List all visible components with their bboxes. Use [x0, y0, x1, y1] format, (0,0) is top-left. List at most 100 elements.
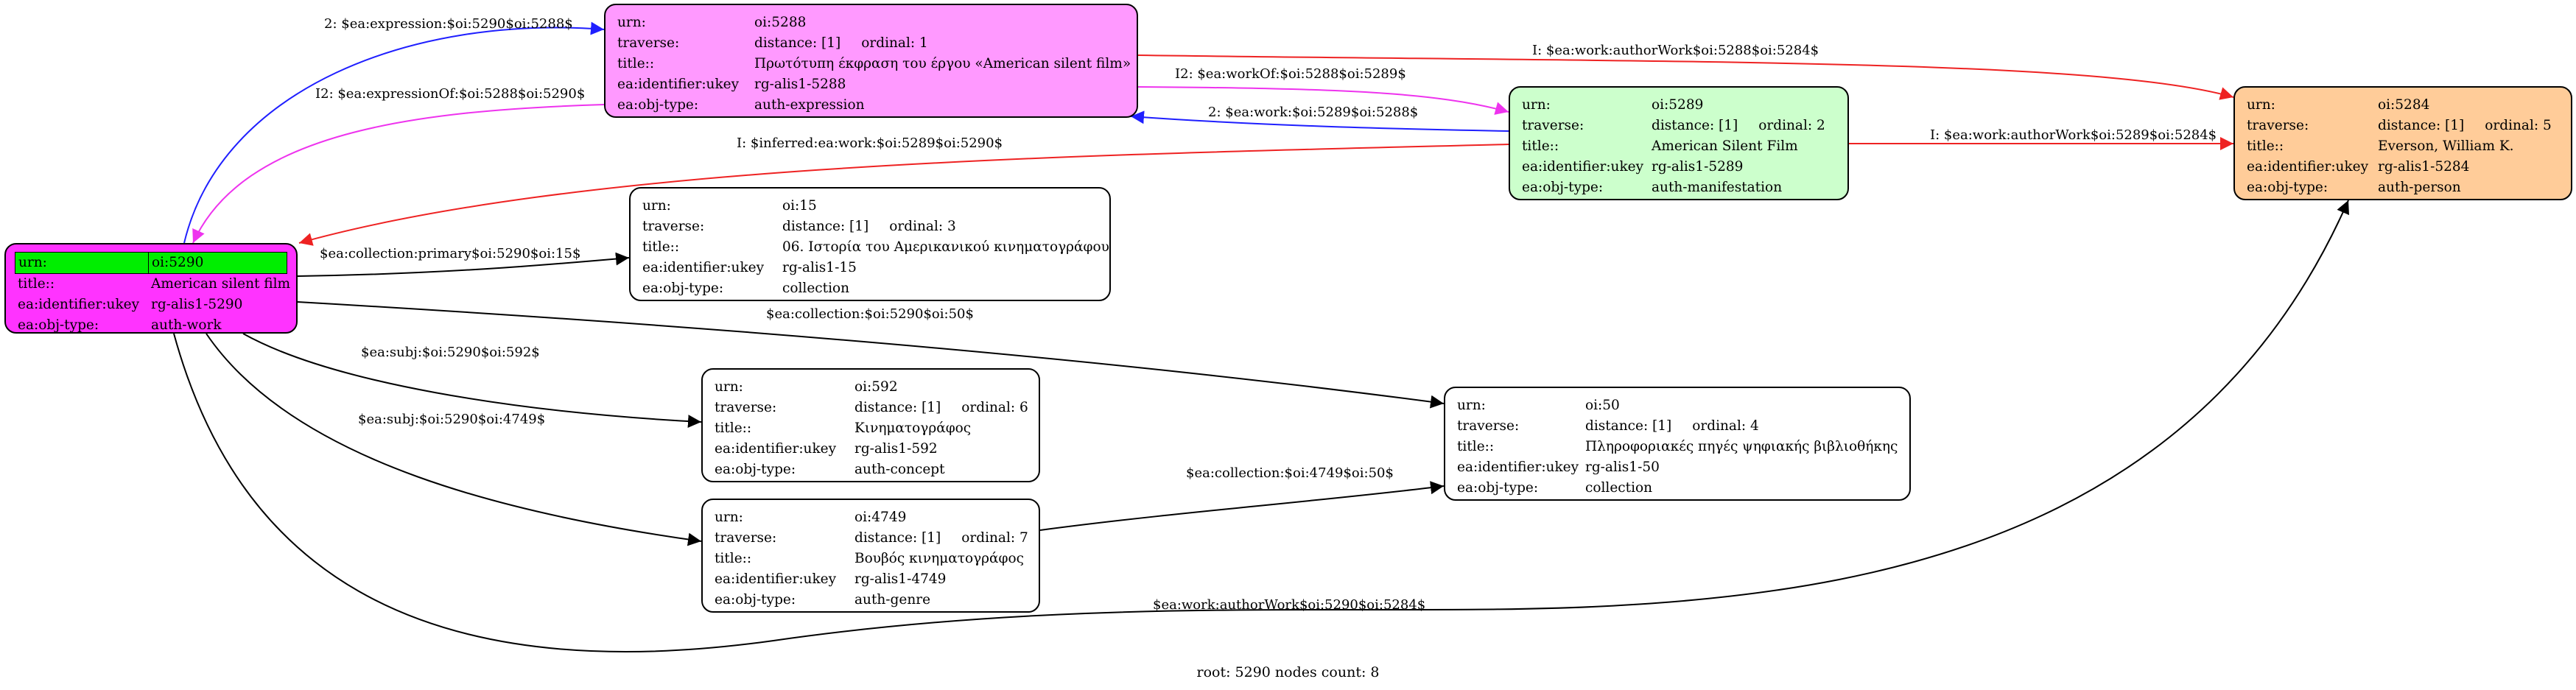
urn-label: urn: — [715, 379, 743, 395]
urn-value: oi:5284 — [2378, 97, 2430, 113]
ukey-label: ea:identifier:ukey — [1522, 159, 1644, 175]
objtype-value: auth-manifestation — [1652, 180, 1783, 195]
urn-label: urn: — [2247, 97, 2275, 113]
ordinal-value: ordinal: 1 — [861, 35, 928, 51]
title-value: Πληροφοριακές πηγές ψηφιακής βιβλιοθήκης — [1585, 439, 1898, 454]
distance-value: distance: [1] — [854, 530, 941, 546]
ukey-label: ea:identifier:ukey — [2247, 159, 2369, 175]
node-5288[interactable]: urn:oi:5288 traverse:distance: [1]ordina… — [604, 4, 1138, 118]
objtype-value: auth-concept — [854, 462, 945, 477]
edge-label: $ea:collection:primary$oi:5290$oi:15$ — [320, 246, 580, 261]
ordinal-value: ordinal: 2 — [1758, 118, 1825, 133]
title-label: title:: — [642, 239, 680, 255]
ukey-value: rg-alis1-4749 — [854, 571, 947, 587]
traverse-label: traverse: — [2247, 118, 2309, 133]
edge-5290-15 — [297, 252, 630, 277]
objtype-label: ea:obj-type: — [715, 462, 796, 477]
traverse-label: traverse: — [715, 530, 777, 546]
node-5284[interactable]: urn: oi:5284 traverse: distance: [1] ordina… — [2233, 86, 2572, 200]
ukey-label: ea:identifier:ukey — [617, 77, 740, 92]
title-label: title:: — [715, 551, 752, 566]
title-label: title:: — [715, 420, 752, 436]
edge-5290-50 — [297, 301, 1445, 409]
title-value: American silent film — [151, 276, 291, 292]
urn-value: oi:5290 — [152, 255, 204, 270]
objtype-label: ea:obj-type: — [715, 592, 796, 608]
distance-value: distance: [1] — [854, 400, 941, 415]
edge-5288-5289 — [1137, 86, 1509, 115]
urn-label: urn: — [642, 198, 671, 214]
distance-value: distance: [1] — [754, 35, 841, 51]
objtype-value: collection — [1585, 480, 1653, 496]
urn-label: urn: — [617, 15, 646, 30]
objtype-label: ea:obj-type: — [1457, 480, 1539, 496]
ukey-value: rg-alis1-5289 — [1652, 159, 1744, 175]
node-50[interactable]: urn: oi:50 traverse: distance: [1] ordinal:… — [1444, 387, 1911, 501]
distance-value: distance: [1] — [1652, 118, 1738, 133]
ukey-value: rg-alis1-5284 — [2378, 159, 2470, 175]
ukey-label: ea:identifier:ukey — [715, 571, 837, 587]
objtype-label: ea:obj-type: — [617, 97, 699, 113]
edge-label: $ea:collection:$oi:4749$oi:50$ — [1186, 465, 1394, 481]
edge-label: 2: $ea:expression:$oi:5290$oi:5288$ — [324, 16, 573, 32]
urn-value: oi:4749 — [854, 510, 907, 525]
ukey-value: rg-alis1-5288 — [754, 77, 846, 92]
edge-5290-5288 — [183, 21, 605, 244]
traverse-label: traverse: — [1522, 118, 1584, 133]
edge-5290-592 — [242, 333, 702, 429]
urn-label: urn: — [1457, 398, 1486, 413]
edge-5289-5288 — [1130, 110, 1509, 132]
title-value: Κινηματογράφος — [854, 420, 972, 436]
urn-value: oi:592 — [854, 379, 898, 395]
distance-value: distance: [1] — [2378, 118, 2465, 133]
node-15[interactable]: urn:oi:15 traverse:distance: [1]ordinal:… — [629, 187, 1111, 301]
traverse-label: traverse: — [1457, 418, 1520, 434]
edge-label: I2: $ea:expressionOf:$oi:5288$oi:5290$ — [315, 86, 585, 102]
ordinal-value: ordinal: 5 — [2485, 118, 2552, 133]
objtype-value: collection — [782, 281, 850, 296]
edge-label: $ea:subj:$oi:5290$oi:592$ — [361, 345, 540, 360]
ukey-value: rg-alis1-592 — [854, 441, 938, 457]
ukey-value: rg-alis1-5290 — [151, 297, 243, 312]
ordinal-value: ordinal: 3 — [889, 219, 956, 234]
title-value: Βουβός κινηματογράφος — [854, 551, 1024, 566]
node-592[interactable]: urn:oi:592 traverse:distance: [1]ordinal… — [701, 368, 1040, 482]
distance-value: distance: [1] — [782, 219, 869, 234]
edge-label: $ea:collection:$oi:5290$oi:50$ — [766, 306, 974, 322]
edge-label: $ea:work:authorWork$oi:5290$oi:5284$ — [1153, 597, 1425, 613]
objtype-value: auth-genre — [854, 592, 931, 608]
node-4749[interactable]: urn:oi:4749 traverse:distance: [1]ordina… — [701, 499, 1040, 613]
title-label: title:: — [1522, 138, 1559, 154]
edge-5288-5284 — [1137, 54, 2234, 100]
edge-label: I2: $ea:workOf:$oi:5288$oi:5289$ — [1175, 66, 1406, 82]
edge-5289-5290 — [298, 144, 1509, 246]
urn-value: oi:5289 — [1652, 97, 1704, 113]
ukey-label: ea:identifier:ukey — [1457, 460, 1579, 475]
ukey-label: ea:identifier:ukey — [715, 441, 837, 457]
urn-value: oi:15 — [782, 198, 817, 214]
edge-5290-5284 — [173, 200, 2349, 653]
ukey-value: rg-alis1-15 — [782, 260, 857, 275]
urn-label: urn: — [1522, 97, 1551, 113]
ordinal-value: ordinal: 4 — [1692, 418, 1759, 434]
objtype-value: auth-expression — [754, 97, 865, 113]
traverse-label: traverse: — [715, 400, 777, 415]
urn-value: oi:50 — [1585, 398, 1620, 413]
root-urn-row: urn:oi:5290 — [15, 252, 287, 274]
node-5289[interactable]: urn: oi:5289 traverse: distance: [1] ordina… — [1509, 86, 1849, 200]
distance-value: distance: [1] — [1585, 418, 1672, 434]
title-label: title:: — [2247, 138, 2284, 154]
objtype-label: ea:obj-type: — [642, 281, 724, 296]
edge-label: I: $ea:work:authorWork$oi:5288$oi:5284$ — [1532, 43, 1819, 58]
ukey-label: ea:identifier:ukey — [18, 297, 140, 312]
title-label: title:: — [617, 56, 655, 71]
ukey-label: ea:identifier:ukey — [642, 260, 765, 275]
edge-5290-4749 — [206, 333, 702, 546]
node-5290-root[interactable]: urn:oi:5290 title::American silent film … — [4, 243, 298, 334]
objtype-label: ea:obj-type: — [18, 317, 99, 333]
title-value: American Silent Film — [1652, 138, 1798, 154]
edge-5288-5290 — [192, 104, 605, 244]
objtype-value: auth-person — [2378, 180, 2461, 195]
title-label: title:: — [18, 276, 55, 292]
ukey-value: rg-alis1-50 — [1585, 460, 1660, 475]
